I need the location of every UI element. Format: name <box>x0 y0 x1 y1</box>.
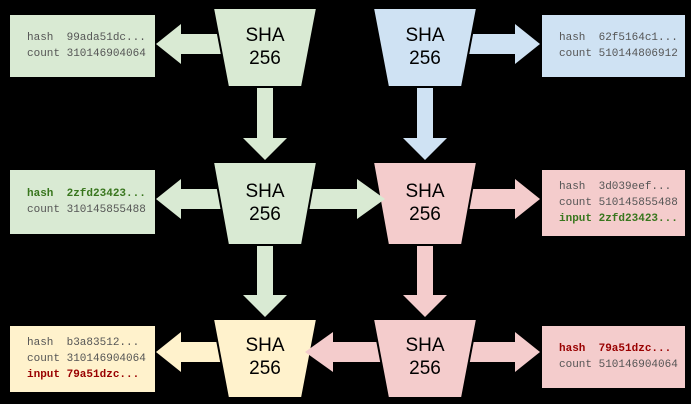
funnel-bottom-right-shape <box>371 318 479 399</box>
count-line: count 310146904064 <box>27 48 146 60</box>
funnel-label-middle-left: SHA 256 <box>245 181 285 225</box>
hash-box-bottom-right: hash 79a51dzc... count 510146904064 <box>542 326 685 388</box>
input-line: input 2zfd23423... <box>559 213 678 225</box>
hash-box-middle-right: hash 3d039eef... count 510145855488 inpu… <box>542 170 685 236</box>
funnels-layer <box>211 7 479 399</box>
arrow-right-middle-funnel-to-box <box>460 179 540 219</box>
funnel-label-middle-right: SHA 256 <box>405 181 445 225</box>
funnel-top-right-shape <box>371 7 479 88</box>
count-line: count 510146904064 <box>559 359 678 371</box>
funnel-bottom-left-shape <box>211 318 319 399</box>
arrow-down-top-right-to-middle-right <box>403 78 447 160</box>
arrow-right-bottom-funnel-to-box <box>460 332 540 372</box>
funnel-middle-right-shape <box>371 161 479 246</box>
input-line: input 79a51dzc... <box>27 369 140 381</box>
arrows-over-layer <box>305 179 385 372</box>
hash-line: hash 62f5164c1... <box>559 32 678 44</box>
hash-line: hash 99ada51dc... <box>27 32 146 44</box>
funnel-middle-left-shape <box>211 161 319 246</box>
arrow-left-bottom-funnel-to-box <box>156 332 230 372</box>
count-line: count 510145855488 <box>559 197 678 209</box>
arrow-down-middle-right-to-bottom-right <box>403 236 447 317</box>
arrow-right-middle-left-to-middle-right-shaft <box>300 189 357 209</box>
arrow-right-middle-left-to-middle-right-head <box>357 179 385 219</box>
hash-line: hash b3a83512... <box>27 337 140 349</box>
arrows-under-layer <box>156 24 540 372</box>
count-line: count 310145855488 <box>27 204 146 216</box>
arrow-left-middle-funnel-to-box <box>156 179 230 219</box>
hash-line: hash 79a51dzc... <box>559 343 672 355</box>
funnel-label-bottom-right: SHA 256 <box>405 335 445 379</box>
hash-line: hash 3d039eef... <box>559 181 672 193</box>
arrow-left-top-funnel-to-box <box>156 24 230 64</box>
funnel-label-top-left: SHA 256 <box>245 25 285 69</box>
arrow-down-top-left-to-middle-left <box>243 78 287 160</box>
arrow-left-bottom-right-to-bottom-left-head <box>305 332 333 372</box>
funnel-label-bottom-left: SHA 256 <box>245 335 285 379</box>
arrow-down-middle-left-to-bottom-left <box>243 236 287 317</box>
count-line: count 310146904064 <box>27 353 146 365</box>
hash-box-top-left: hash 99ada51dc... count 310146904064 <box>10 15 155 77</box>
funnel-label-top-right: SHA 256 <box>405 25 445 69</box>
hash-box-top-right: hash 62f5164c1... count 510144806912 <box>542 15 685 77</box>
hash-box-bottom-left: hash b3a83512... count 310146904064 inpu… <box>10 326 155 392</box>
hash-box-middle-left: hash 2zfd23423... count 310145855488 <box>10 170 155 234</box>
arrow-left-bottom-right-to-bottom-left-shaft <box>333 342 390 362</box>
arrow-right-top-funnel-to-box <box>460 24 540 64</box>
hash-line: hash 2zfd23423... <box>27 188 146 200</box>
count-line: count 510144806912 <box>559 48 678 60</box>
funnel-top-left-shape <box>211 7 319 88</box>
